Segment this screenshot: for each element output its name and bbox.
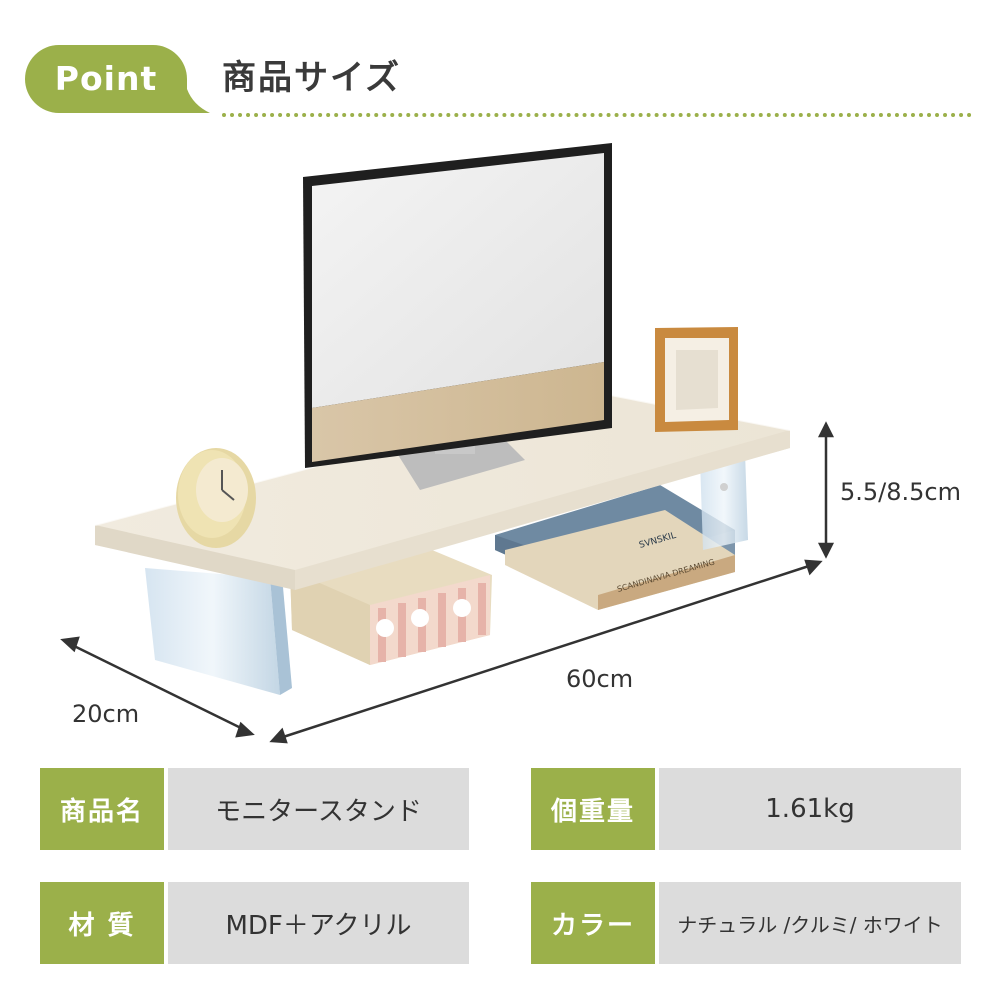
height-arrow [817,421,835,559]
book-stack: SVNSKIL SCANDINAVIA DREAMING [495,485,735,610]
spec-value: MDF＋アクリル [168,882,469,964]
page-title: 商品サイズ [222,58,401,98]
depth-dimension-label: 20cm [72,700,140,728]
point-badge-label: Point [54,59,158,98]
speech-bubble-shape [25,45,210,113]
desk-clock [176,448,256,548]
photo-frame [655,327,738,432]
acrylic-leg-left [145,568,292,695]
product-illustration: SVNSKIL SCANDINAVIA DREAMING [0,130,1000,750]
width-dimension-label: 60cm [566,665,634,693]
spec-row-color: カラー ナチュラル /クルミ/ ホワイト [531,882,961,964]
spec-value: モニタースタンド [168,768,469,850]
spec-row-weight: 個重量 1.61kg [531,768,961,850]
acrylic-leg-right [700,452,748,550]
width-arrow [269,559,823,744]
stand-board [94,390,791,590]
depth-arrow [60,636,255,738]
spec-label: 個重量 [531,768,655,850]
spec-row-material: 材 質 MDF＋アクリル [40,882,469,964]
spec-value: ナチュラル /クルミ/ ホワイト [659,882,961,964]
spec-label: 材 質 [40,882,164,964]
spec-label: カラー [531,882,655,964]
header-divider [222,113,972,117]
height-dimension-label: 5.5/8.5cm [840,478,961,506]
point-badge: Point [25,45,210,113]
spec-label: 商品名 [40,768,164,850]
spec-value: 1.61kg [659,768,961,850]
spec-row-product-name: 商品名 モニタースタンド [40,768,469,850]
monitor [303,143,612,490]
